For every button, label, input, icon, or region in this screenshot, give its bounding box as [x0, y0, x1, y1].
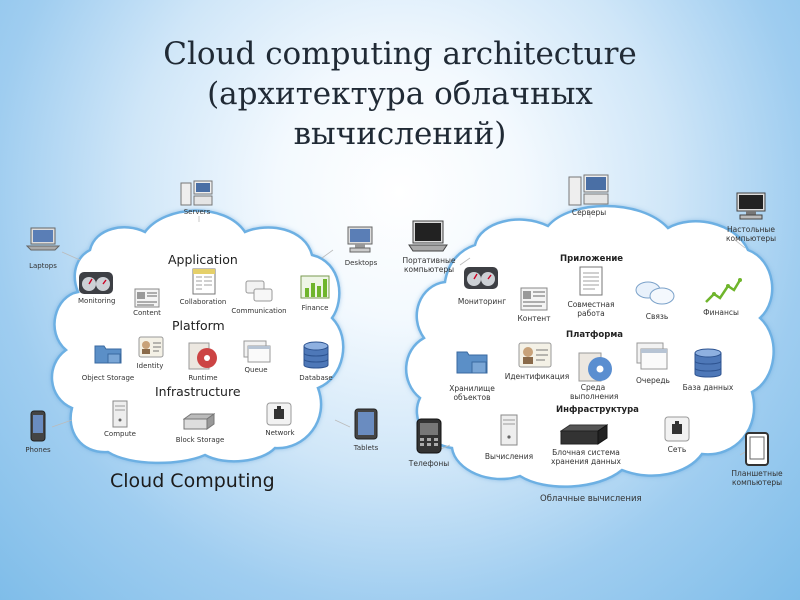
left-label-tablets: Tablets — [353, 444, 379, 452]
left-label-servers: Servers — [183, 208, 211, 216]
laptop-icon — [26, 227, 60, 251]
laptop-icon — [408, 220, 448, 252]
title-line-1: Cloud computing architecture — [163, 36, 637, 72]
right-label-object-2: объектов — [453, 393, 491, 402]
right-label-runtime-1: Среда — [580, 383, 606, 392]
right-caption: Облачные вычисления — [540, 494, 642, 504]
phone-icon — [30, 410, 46, 442]
queue-icon — [636, 342, 668, 370]
server-tower-icon — [112, 400, 128, 428]
right-label-identity: Идентификация — [504, 372, 570, 381]
server-tower-icon — [500, 414, 518, 446]
right-section-infrastructure: Инфраструктура — [556, 405, 639, 415]
right-section-platform: Платформа — [566, 330, 624, 340]
right-label-object-1: Хранилище — [449, 384, 495, 393]
desktop-icon — [736, 192, 766, 220]
left-label-runtime: Runtime — [188, 374, 218, 382]
left-label-communication: Communication — [231, 307, 287, 315]
left-label-network: Network — [265, 429, 295, 437]
left-label-object-storage: Object Storage — [81, 374, 135, 382]
folder-icon — [94, 345, 122, 364]
right-label-tablets-1: Планшетные — [731, 469, 783, 478]
right-label-content: Контент — [517, 314, 551, 323]
database-icon — [694, 348, 722, 378]
tablet-icon — [745, 432, 769, 466]
right-label-laptops-2: компьютеры — [403, 265, 455, 274]
phone-icon — [416, 418, 442, 454]
servers-icon — [568, 174, 609, 206]
content-icon — [134, 288, 160, 308]
right-label-compute: Вычисления — [484, 452, 534, 461]
right-label-block-1: Блочная система — [552, 448, 620, 457]
title-line-2: (архитектура облачных — [207, 76, 593, 112]
left-caption: Cloud Computing — [110, 470, 275, 492]
left-section-platform: Platform — [172, 318, 225, 333]
left-label-monitoring: Monitoring — [78, 297, 116, 305]
finance-icon — [300, 275, 330, 299]
right-label-block-2: хранения данных — [551, 457, 621, 466]
gauge-icon — [79, 272, 113, 294]
network-icon — [664, 416, 690, 442]
left-label-content: Content — [133, 309, 161, 317]
right-label-communication: Связь — [645, 312, 669, 321]
left-section-infrastructure: Infrastructure — [155, 384, 241, 399]
right-label-runtime-2: выполнения — [570, 392, 619, 401]
finance-icon — [705, 278, 742, 303]
right-label-network: Сеть — [667, 445, 687, 454]
gauge-icon — [464, 267, 498, 289]
left-label-compute: Compute — [104, 430, 136, 438]
left-label-laptops: Laptops — [29, 262, 57, 270]
right-label-phones: Телефоны — [408, 459, 450, 468]
left-label-finance: Finance — [301, 304, 329, 312]
left-label-database: Database — [299, 374, 333, 382]
right-label-database: База данных — [682, 383, 734, 392]
right-label-desktops-2: компьютеры — [725, 234, 777, 243]
right-label-collab-1: Совместная — [567, 300, 615, 309]
servers-icon — [180, 180, 213, 206]
collaboration-icon — [579, 266, 603, 296]
content-icon — [520, 287, 548, 311]
right-label-desktops-1: Настольные — [727, 225, 775, 234]
left-label-phones: Phones — [25, 446, 51, 454]
left-label-collaboration: Collaboration — [179, 298, 227, 306]
communication-bubbles-icon — [635, 281, 675, 305]
right-label-collab-2: работа — [577, 309, 605, 318]
queue-icon — [243, 340, 271, 363]
id-card-icon — [518, 342, 552, 368]
collaboration-icon — [192, 268, 216, 295]
slide-title: Cloud computing architecture (архитектур… — [0, 34, 800, 154]
right-section-application: Приложение — [560, 254, 624, 264]
block-storage-icon — [560, 424, 608, 445]
right-label-laptops-1: Портативные — [402, 256, 456, 265]
tablet-icon — [354, 408, 378, 440]
left-label-desktops: Desktops — [344, 259, 378, 267]
desktop-icon — [347, 226, 373, 253]
right-label-queue: Очередь — [636, 376, 670, 385]
title-line-3: вычислений) — [293, 116, 507, 152]
block-storage-icon — [183, 413, 215, 430]
communication-icon — [245, 280, 273, 302]
folder-icon — [456, 351, 488, 374]
left-label-queue: Queue — [244, 366, 268, 374]
left-label-identity: Identity — [136, 362, 164, 370]
right-label-finance: Финансы — [703, 308, 739, 317]
runtime-disc-icon — [188, 342, 217, 370]
left-label-block-storage: Block Storage — [175, 436, 225, 444]
id-card-icon — [138, 336, 164, 358]
left-cloud — [50, 209, 345, 465]
right-label-monitoring: Мониторинг — [457, 297, 507, 306]
network-icon — [266, 402, 292, 426]
right-label-servers: Серверы — [571, 208, 607, 217]
left-section-application: Application — [168, 252, 238, 267]
runtime-disc-icon — [578, 352, 612, 382]
database-icon — [303, 341, 329, 369]
right-label-tablets-2: компьютеры — [731, 478, 783, 487]
